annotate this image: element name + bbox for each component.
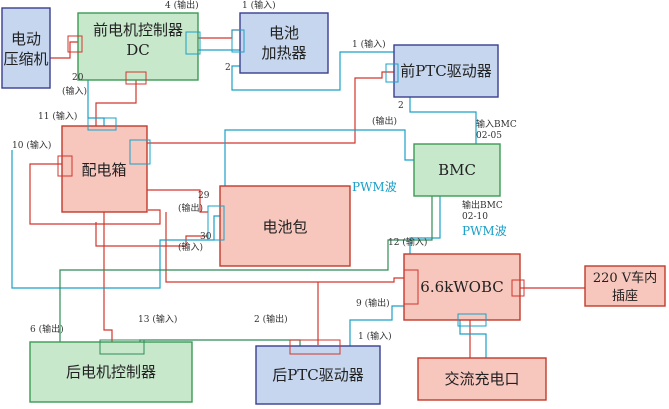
red-wire-compressor-fc xyxy=(50,41,80,59)
port-label: 2 xyxy=(398,101,404,111)
connector xyxy=(125,71,147,85)
heater-label-1: 电池 xyxy=(269,24,299,42)
red-wire-dist-left-loop xyxy=(29,163,161,225)
cyan-wire-rptc-obc xyxy=(349,305,404,346)
red-wire-dist-fptc xyxy=(147,71,394,144)
cyan-wire-bmc-obc xyxy=(409,196,441,254)
green-wire-bmc-obc xyxy=(59,196,433,342)
port-label: 10 (输入) xyxy=(12,139,51,151)
port-label: 11 (输入) xyxy=(38,110,77,122)
port-label: 2 xyxy=(225,63,231,73)
cyan-wire-dist-bmc xyxy=(11,129,414,289)
battery-pack-block: 电池包 xyxy=(219,185,351,267)
rear-ptc-label: 后PTC驱动器 xyxy=(272,366,364,384)
connector xyxy=(231,29,245,53)
front-ptc-label: 前PTC驱动器 xyxy=(400,62,492,80)
compressor-label-2: 压缩机 xyxy=(3,50,48,68)
compressor-block: 电动 压缩机 xyxy=(1,7,51,89)
port-label: 输入BMC xyxy=(476,118,517,130)
port-label: 02-05 xyxy=(476,131,502,141)
port-label: 输出BMC xyxy=(462,199,503,211)
port-label: 9 (输出) xyxy=(356,297,390,309)
distribution-box-label: 配电箱 xyxy=(81,161,126,179)
port-label: (输出) xyxy=(178,202,203,214)
rear-motor-controller-block: 后电机控制器 xyxy=(29,341,193,403)
port-label: 29 xyxy=(198,191,210,201)
front-ptc-block: 前PTC驱动器 xyxy=(393,44,499,98)
front-motor-controller-block: 前电机控制器 DC xyxy=(77,12,199,81)
obc-label: 6.6kWOBC xyxy=(420,278,503,296)
port-label: 1 (输入) xyxy=(358,330,392,342)
distribution-box-block: 配电箱 xyxy=(61,125,148,213)
pwm-signal-label-top: PWM波 xyxy=(352,180,397,194)
port-label: 20 xyxy=(72,73,84,83)
rear-controller-label: 后电机控制器 xyxy=(66,363,156,381)
port-label: 12 (输入) xyxy=(388,236,427,248)
connector xyxy=(385,63,399,83)
connector xyxy=(57,155,73,177)
obc-block: 6.6kWOBC xyxy=(403,253,521,321)
red-wire-dist-rc xyxy=(103,212,113,352)
heater-label-2: 加热器 xyxy=(261,44,306,62)
cyan-wire-heater-fptc xyxy=(231,51,394,91)
socket-label-2: 插座 xyxy=(612,289,638,304)
port-label: 30 xyxy=(200,232,212,242)
port-label: 6 (输出) xyxy=(30,323,64,335)
connector xyxy=(207,205,225,241)
front-controller-label-2: DC xyxy=(126,41,150,59)
port-label: (输入) xyxy=(178,241,203,253)
vehicle-socket-block: 220 V车内 插座 xyxy=(584,265,666,307)
bmc-label: BMC xyxy=(438,161,476,179)
port-label: 1 (输入) xyxy=(352,38,386,50)
connector xyxy=(129,139,151,165)
compressor-label-1: 电动 xyxy=(11,30,41,48)
red-wire-dist-pack xyxy=(147,189,208,213)
cyan-wire-fptc-bmc xyxy=(409,96,477,144)
connector xyxy=(185,31,201,55)
battery-heater-block: 电池 加热器 xyxy=(239,12,329,74)
connector xyxy=(403,269,419,305)
port-label: 2 (输出) xyxy=(254,313,288,325)
port-label: 4 (输出) xyxy=(165,0,199,11)
cyan-wire-obc-port xyxy=(459,310,487,358)
socket-label-1: 220 V车内 xyxy=(593,270,657,286)
ac-charge-port-label: 交流充电口 xyxy=(444,370,519,388)
red-wire-dist-obc xyxy=(165,212,404,283)
bmc-block: BMC xyxy=(413,143,501,197)
connector xyxy=(87,117,117,131)
battery-pack-label: 电池包 xyxy=(262,218,307,236)
rear-ptc-block: 后PTC驱动器 xyxy=(255,345,381,405)
connector xyxy=(457,313,487,327)
connector xyxy=(289,339,341,355)
red-wire-fc-heater xyxy=(198,29,240,39)
red-wire-fc-dist xyxy=(95,80,137,126)
front-controller-label-1: 前电机控制器 xyxy=(93,21,183,39)
connector xyxy=(67,35,83,53)
red-wire-pack-loop xyxy=(95,222,208,247)
port-label: 1 (输入) xyxy=(242,0,276,11)
port-label: (输出) xyxy=(372,115,397,127)
port-label: 13 (输入) xyxy=(138,313,177,325)
ac-charge-port-block: 交流充电口 xyxy=(417,357,547,401)
port-label: (输入) xyxy=(62,85,87,97)
port-label: 02-10 xyxy=(462,212,488,222)
connector xyxy=(99,339,145,355)
pwm-signal-label-bottom: PWM波 xyxy=(462,224,507,238)
connector xyxy=(511,279,525,297)
